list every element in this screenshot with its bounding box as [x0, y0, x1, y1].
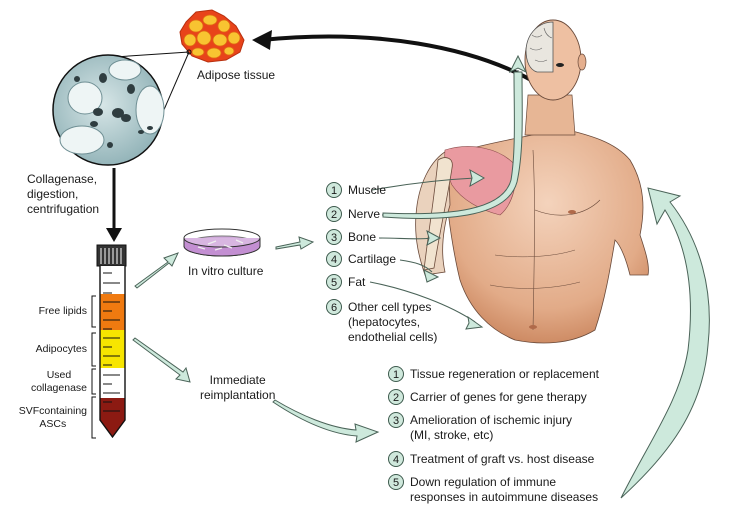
item-text: Muscle — [348, 183, 387, 197]
item-text: Fat — [348, 275, 366, 289]
tube-label-adipocytes: Adipocytes — [36, 343, 87, 356]
in-vitro-culture-label: In vitro culture — [188, 264, 264, 278]
item-text-line: (hepatocytes, — [348, 315, 421, 329]
item-text-line: Down regulation of immune — [410, 475, 557, 489]
digestion-line-2: digestion, — [27, 187, 79, 201]
number-badge: 3 — [326, 229, 342, 245]
differentiation-item: 3 Bone — [326, 229, 377, 245]
number-badge: 2 — [388, 389, 404, 405]
number-badge: 4 — [326, 251, 342, 267]
bone-arrow — [378, 237, 433, 240]
centrifuge-tube — [96, 244, 127, 439]
item-text: Amelioration of ischemic injury (MI, str… — [410, 413, 572, 443]
number-badge: 5 — [388, 474, 404, 490]
harvest-arrowhead — [252, 30, 272, 50]
human-torso-illustration — [415, 19, 649, 344]
application-item: 1 Tissue regeneration or replacement — [388, 366, 599, 382]
item-text: Treatment of graft vs. host disease — [410, 452, 595, 466]
collagenase-text: collagenase — [30, 382, 87, 394]
item-text-line: responses in autoimmune diseases — [410, 490, 599, 504]
reimplantation-line-2: reimplantation — [200, 388, 276, 402]
digestion-line-3: centrifugation — [27, 202, 100, 216]
number-badge: 1 — [388, 366, 404, 382]
reimplantation-line-1: Immediate — [209, 373, 266, 387]
number-badge: 4 — [388, 451, 404, 467]
number-badge: 6 — [326, 299, 342, 315]
tube-brackets — [91, 295, 96, 439]
petri-dish — [183, 228, 261, 257]
svf-text: SVFcontaining — [18, 405, 87, 417]
application-item: 5 Down regulation of immune responses in… — [388, 474, 598, 505]
reimplant-arrow — [132, 337, 191, 383]
differentiation-item: 1 Muscle — [326, 182, 387, 198]
item-text: Down regulation of immune responses in a… — [410, 475, 598, 505]
number-badge: 5 — [326, 274, 342, 290]
differentiation-item: 5 Fat — [326, 274, 366, 290]
digestion-step-label: Collagenase, digestion, centrifugation — [27, 172, 99, 217]
free-lipids-text: Free lipids — [38, 305, 87, 317]
item-text: Other cell types (hepatocytes, endotheli… — [348, 300, 437, 345]
number-badge: 2 — [326, 206, 342, 222]
digestion-arrowhead — [106, 228, 122, 242]
item-text-line: Amelioration of ischemic injury — [410, 413, 573, 427]
differentiation-item: 4 Cartilage — [326, 251, 397, 267]
digestion-line-1: Collagenase, — [27, 172, 98, 186]
adipose-tissue-label: Adipose tissue — [197, 68, 276, 82]
tube-label-used-collagenase: Used collagenase — [31, 369, 87, 395]
item-text-line: endothelial cells) — [348, 330, 438, 344]
tube-label-free-lipids: Free lipids — [39, 305, 87, 318]
item-text-line: (MI, stroke, etc) — [410, 428, 494, 442]
application-item: 2 Carrier of genes for gene therapy — [388, 389, 587, 405]
adipose-tissue-illustration — [179, 9, 245, 63]
tube-label-svf: SVFcontaining ASCs — [19, 405, 87, 431]
culture-to-list-arrow — [275, 236, 315, 250]
muscle-arrow — [371, 177, 476, 191]
fat-arrow — [369, 281, 476, 323]
item-text: Bone — [348, 230, 377, 244]
item-text: Nerve — [348, 207, 381, 221]
application-item: 4 Treatment of graft vs. host disease — [388, 451, 595, 467]
item-text: Tissue regeneration or replacement — [410, 367, 599, 381]
used-text: Used — [46, 369, 72, 381]
tube-layer — [100, 398, 125, 437]
immediate-reimplantation-label: Immediate reimplantation — [200, 373, 275, 403]
tube-layer — [100, 330, 125, 368]
ascs-text: ASCs — [39, 418, 67, 430]
application-item: 3 Amelioration of ischemic injury (MI, s… — [388, 412, 572, 443]
cartilage-arrow — [399, 259, 433, 273]
histology-magnified-view — [52, 54, 165, 166]
differentiation-item: 6 Other cell types (hepatocytes, endothe… — [326, 299, 437, 345]
item-text: Carrier of genes for gene therapy — [410, 390, 587, 404]
reimplant-to-applications-arrow — [272, 399, 380, 443]
differentiation-item: 2 Nerve — [326, 206, 381, 222]
number-badge: 1 — [326, 182, 342, 198]
item-text-line: Other cell types — [348, 300, 432, 314]
item-text: Cartilage — [348, 252, 397, 266]
culture-arrow — [134, 252, 179, 289]
harvest-arrow — [261, 34, 562, 100]
therapy-return-arrow — [620, 187, 710, 499]
tube-layer — [100, 294, 125, 330]
adipocytes-text: Adipocytes — [35, 343, 87, 355]
number-badge: 3 — [388, 412, 404, 428]
